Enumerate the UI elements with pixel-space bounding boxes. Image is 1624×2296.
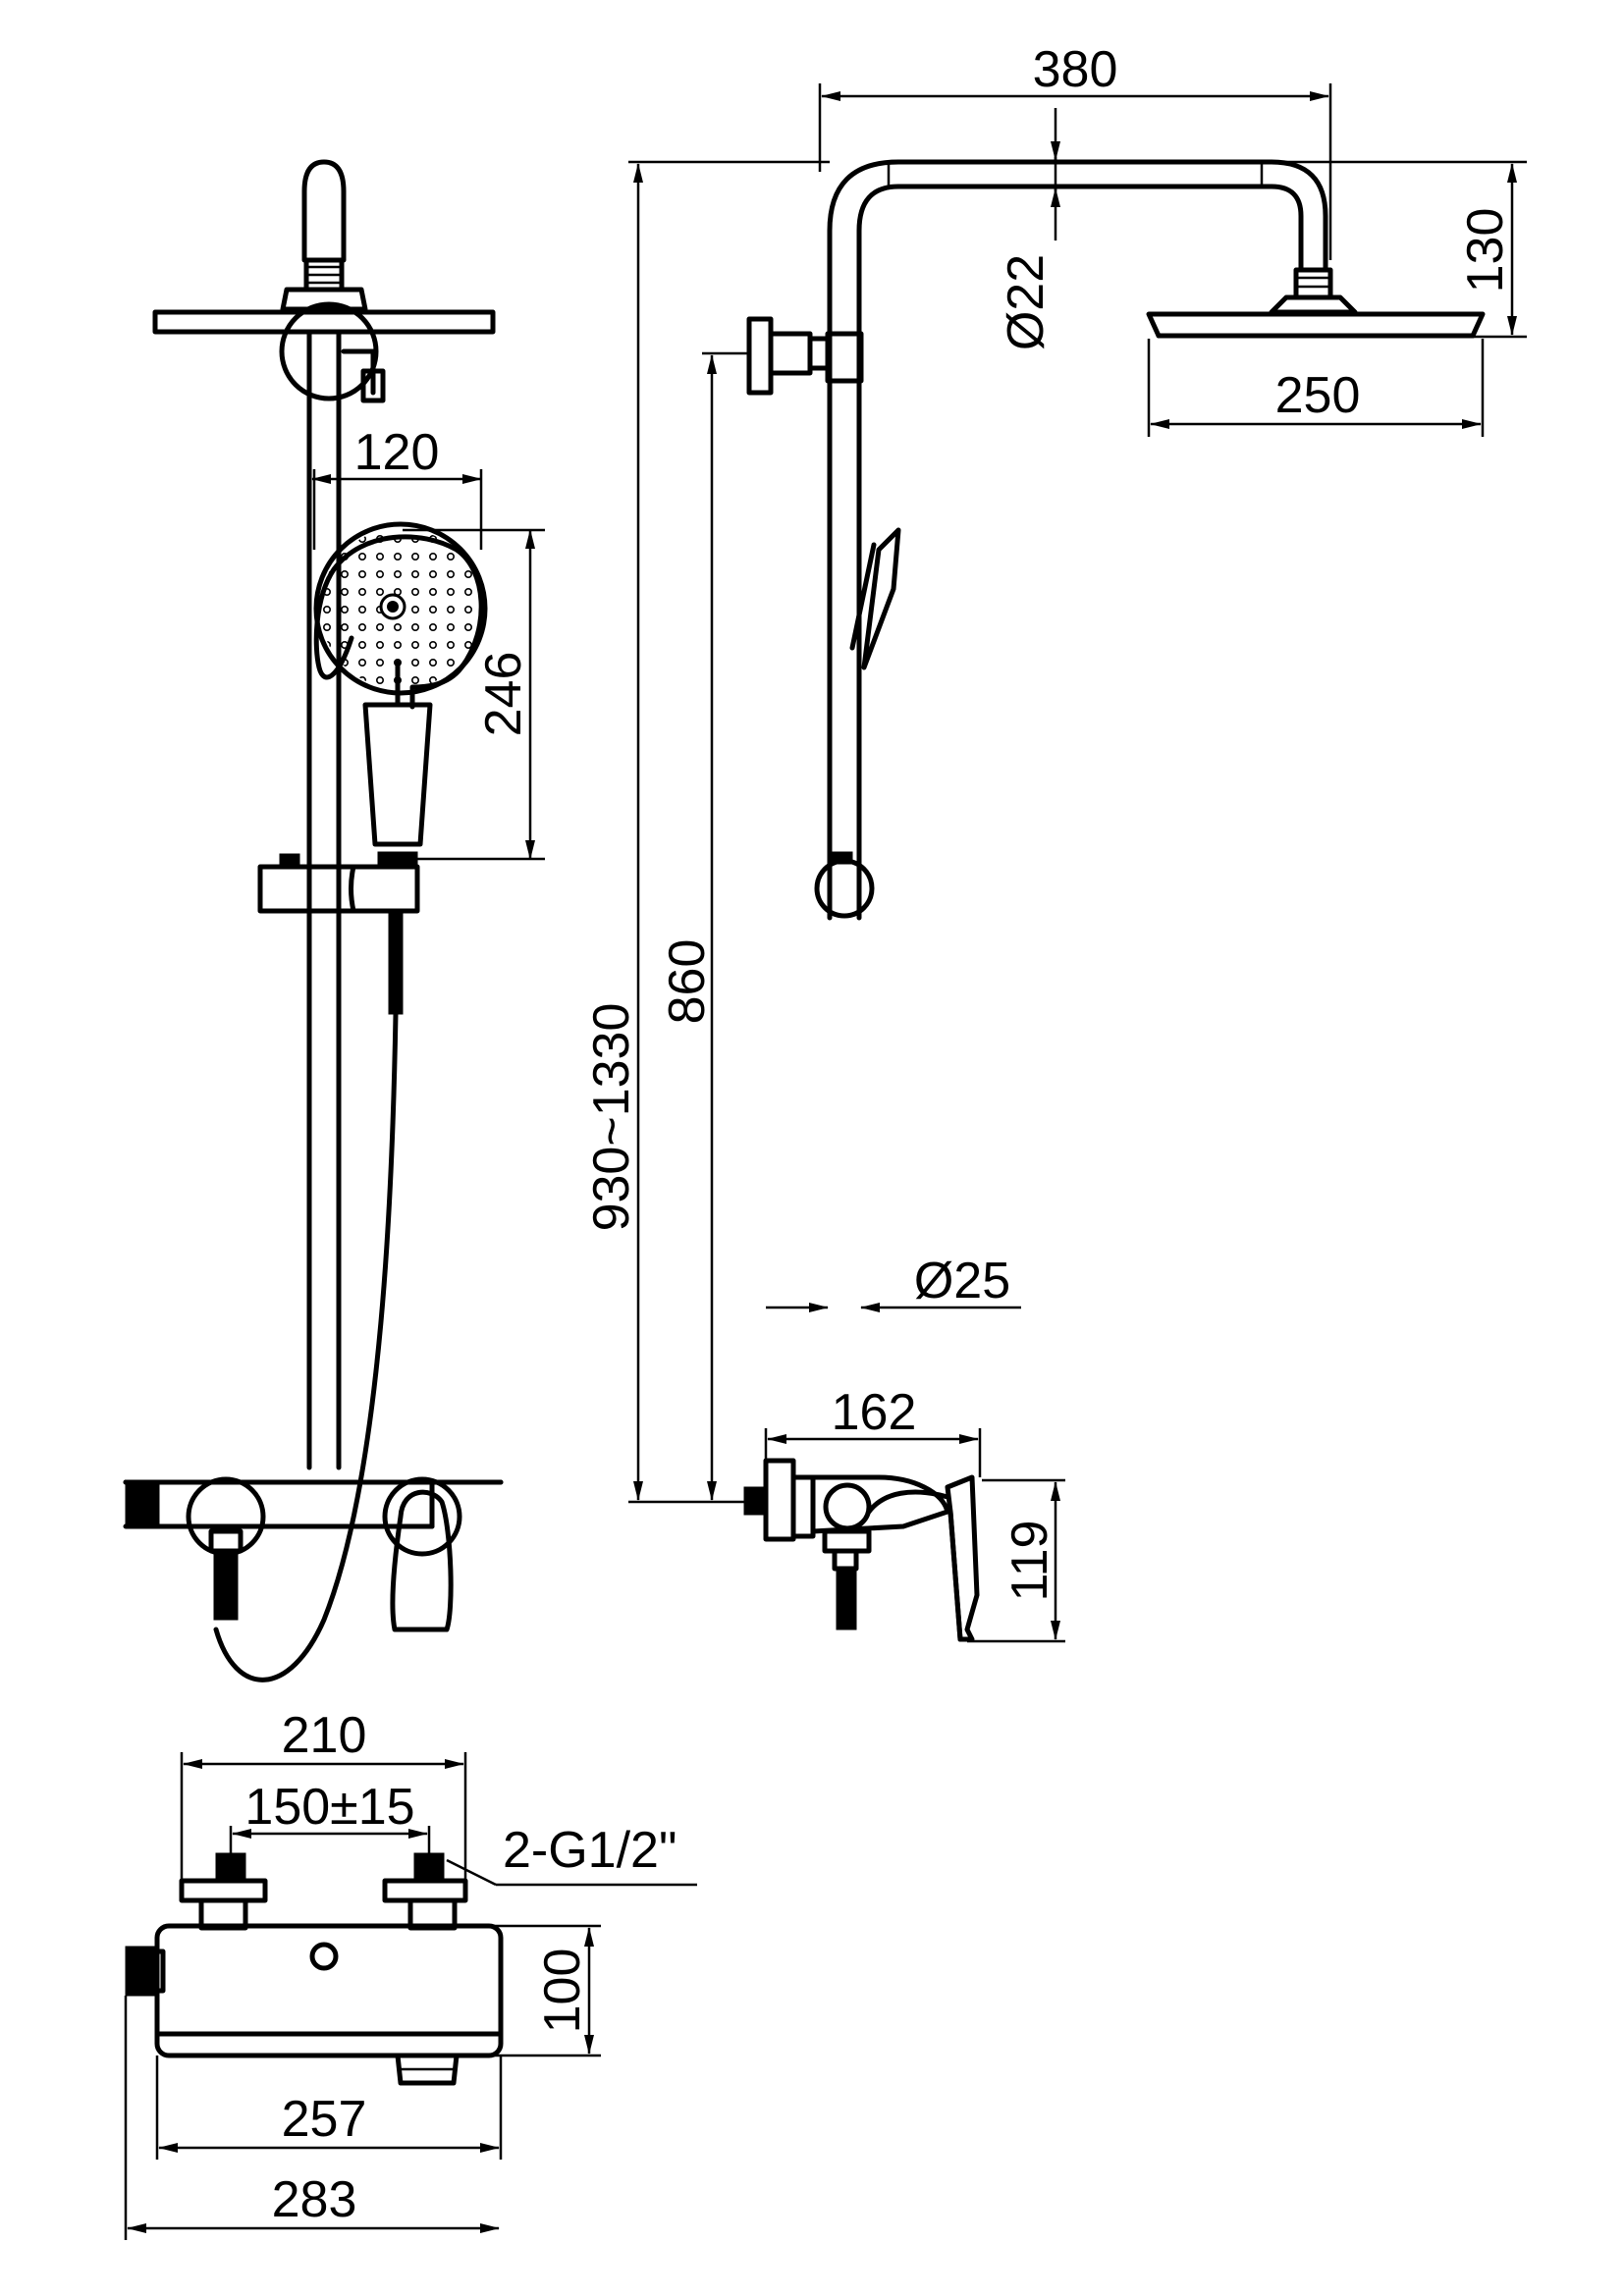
dimension-100: 100 bbox=[491, 1924, 601, 2057]
dim-body-depth: 100 bbox=[534, 1949, 591, 2034]
inlet-thread-callout: 2-G1/2" bbox=[446, 1822, 697, 1887]
dimension-arm-diameter: Ø22 bbox=[998, 108, 1060, 350]
dim-body-width: 210 bbox=[282, 1707, 367, 1764]
diverter-knob-side bbox=[746, 316, 864, 396]
hand-shower-side bbox=[849, 527, 901, 670]
dimension-119: 119 bbox=[967, 1478, 1065, 1643]
dimension-257: 257 bbox=[155, 2056, 503, 2160]
mixer-side bbox=[743, 1458, 980, 1642]
hand-shower-front bbox=[313, 521, 488, 865]
dim-rail-height: 860 bbox=[659, 939, 716, 1025]
dim-body-length: 257 bbox=[282, 2091, 367, 2148]
dim-overall-length: 283 bbox=[272, 2171, 357, 2228]
dim-arm-diameter: Ø22 bbox=[998, 254, 1055, 350]
dim-inlet-centers: 150±15 bbox=[244, 1779, 414, 1836]
dim-head-diameter: 250 bbox=[1275, 367, 1361, 424]
dim-pipe-diameter: Ø25 bbox=[914, 1253, 1010, 1309]
mixer-front bbox=[123, 1476, 504, 1632]
dimension-283: 283 bbox=[124, 1996, 500, 2240]
dim-hand-shower-length: 246 bbox=[475, 652, 532, 737]
side-view: 380 Ø22 130 250 930~1330 bbox=[583, 41, 1527, 1643]
dimension-930-1330: 930~1330 bbox=[583, 160, 830, 1504]
mixer-body-top bbox=[125, 1852, 504, 2086]
slide-bracket-front bbox=[257, 853, 420, 1015]
dim-arm-reach: 380 bbox=[1033, 41, 1118, 98]
dimension-pipe-diameter: Ø25 bbox=[766, 1253, 1021, 1312]
dim-total-height: 930~1330 bbox=[583, 1003, 640, 1232]
slide-holder-side bbox=[814, 851, 875, 919]
hose-front bbox=[213, 1011, 399, 1682]
dimension-130: 130 bbox=[1227, 160, 1527, 339]
front-view: 120 246 bbox=[123, 159, 545, 1682]
dim-mixer-height: 119 bbox=[1001, 1521, 1058, 1602]
rail-front bbox=[306, 329, 342, 1470]
shower-arm-side bbox=[827, 159, 1333, 921]
dimension-120: 120 bbox=[311, 424, 483, 550]
dimension-150: 150±15 bbox=[229, 1779, 431, 1853]
overhead-shower-front bbox=[152, 159, 496, 403]
dimension-380: 380 bbox=[818, 41, 1332, 260]
top-view: 210 150±15 2-G1/2" 100 257 28 bbox=[124, 1707, 697, 2240]
dim-mixer-projection: 162 bbox=[832, 1384, 917, 1441]
dimension-162: 162 bbox=[764, 1384, 982, 1477]
dimension-250: 250 bbox=[1147, 339, 1485, 437]
dimension-246: 246 bbox=[403, 528, 545, 861]
dimension-210: 210 bbox=[180, 1707, 467, 1881]
overhead-shower-side bbox=[1146, 294, 1486, 339]
dimension-860: 860 bbox=[659, 351, 751, 1501]
label-inlet-thread: 2-G1/2" bbox=[503, 1822, 677, 1879]
dim-hand-shower-width: 120 bbox=[354, 424, 440, 481]
dim-head-height: 130 bbox=[1457, 208, 1514, 294]
